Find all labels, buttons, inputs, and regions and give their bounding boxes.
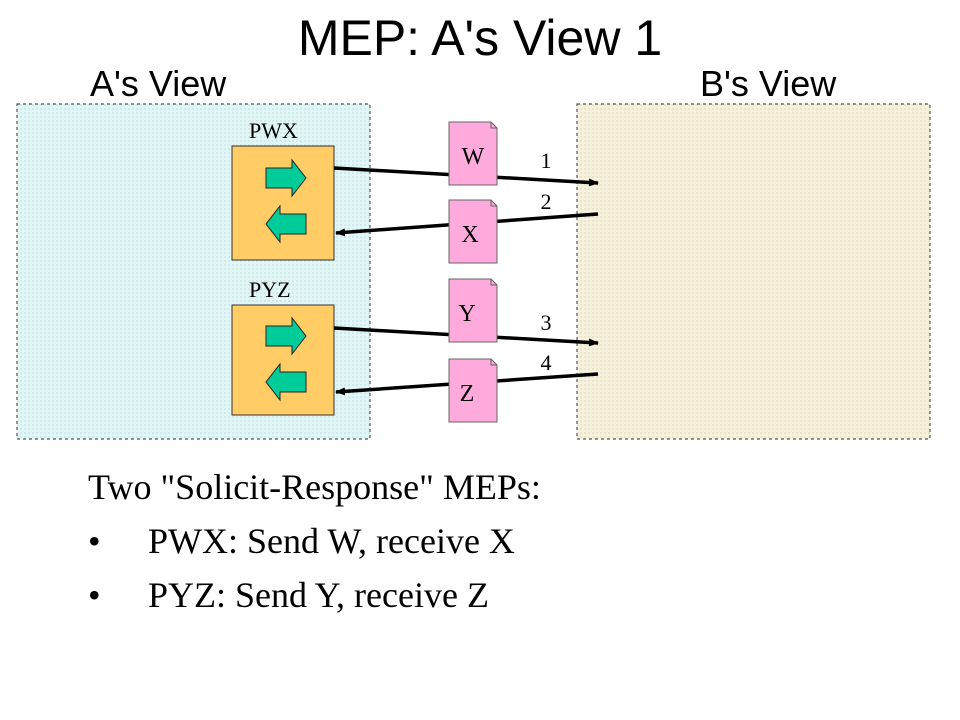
b-view-pane <box>576 103 931 440</box>
b-view-label: B's View <box>700 63 837 104</box>
port-label-pyz: PYZ <box>249 277 291 302</box>
send-arrow-icon <box>265 316 307 356</box>
sequence-number-3: 3 <box>541 310 552 335</box>
message-doc-x: X <box>448 199 498 264</box>
a-view-label: A's View <box>90 63 227 104</box>
body-text: Two "Solicit-Response" MEPs: • PWX: Send… <box>88 460 541 622</box>
bullet-item: • PYZ: Send Y, receive Z <box>88 568 541 622</box>
bullet-text: PYZ: Send Y, receive Z <box>148 575 489 615</box>
message-doc-w: W <box>448 121 498 186</box>
slide-title: MEP: A's View 1 <box>297 10 663 66</box>
port-pyz <box>231 304 335 416</box>
bullet-symbol: • <box>88 575 101 615</box>
receive-arrow-icon <box>265 362 307 402</box>
bullet-item: • PWX: Send W, receive X <box>88 514 541 568</box>
message-doc-z: Z <box>448 358 498 423</box>
sequence-number-2: 2 <box>541 189 552 214</box>
port-label-pwx: PWX <box>249 118 298 143</box>
message-label: Y <box>458 301 475 327</box>
sequence-number-1: 1 <box>541 148 552 173</box>
receive-arrow-icon <box>265 204 307 244</box>
message-doc-y: Y <box>448 278 498 343</box>
bullet-text: PWX: Send W, receive X <box>148 521 515 561</box>
port-pwx <box>231 145 335 261</box>
send-arrow-icon <box>265 158 307 198</box>
message-label: Z <box>460 381 475 407</box>
message-label: X <box>461 222 478 248</box>
message-label: W <box>462 144 485 170</box>
bullet-symbol: • <box>88 521 101 561</box>
sequence-number-4: 4 <box>541 350 552 375</box>
mep-diagram: PWX PYZ W X Y Z 1 2 3 4 <box>16 103 931 440</box>
body-heading: Two "Solicit-Response" MEPs: <box>88 467 541 507</box>
